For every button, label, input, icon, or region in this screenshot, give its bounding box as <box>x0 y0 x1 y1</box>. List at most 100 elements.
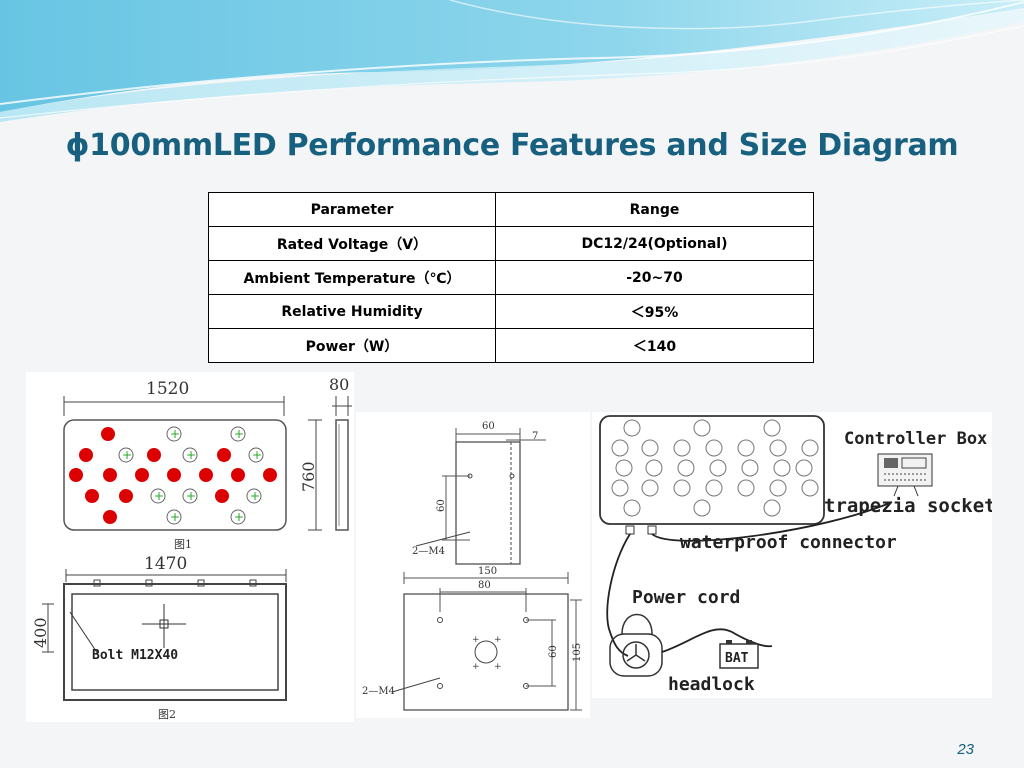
plate-height-dimension: 105 <box>572 643 583 662</box>
red-led <box>215 489 229 503</box>
figure-1-label: 图1 <box>174 538 192 551</box>
wiring-led-array <box>611 419 819 517</box>
table-cell: Relative Humidity <box>208 294 496 329</box>
figure-2-label: 图2 <box>158 708 176 721</box>
led-size-diagram: 1520 ++++++++++ 760 80 图1 1470 <box>26 372 354 722</box>
red-led <box>199 468 213 482</box>
green-led <box>230 426 246 442</box>
green-led-cross-icon: + <box>186 448 196 462</box>
red-led <box>85 489 99 503</box>
wiring-led <box>769 479 787 497</box>
wiring-led <box>709 459 727 477</box>
green-led <box>182 488 198 504</box>
plate-width-dimension: 150 <box>478 566 497 577</box>
wiring-led <box>623 499 641 517</box>
green-led <box>166 426 182 442</box>
green-led-cross-icon: + <box>234 510 244 524</box>
green-led-cross-icon: + <box>122 448 132 462</box>
table-cell: Ambient Temperature（℃） <box>208 260 496 295</box>
table-cell: Power（W） <box>208 328 496 363</box>
table-row: Power（W） ＜140 <box>208 328 814 363</box>
depth-dimension: 80 <box>329 375 349 394</box>
wiring-led <box>693 419 711 437</box>
table-header-cell: Parameter <box>208 192 496 227</box>
wiring-led <box>611 439 629 457</box>
red-led <box>217 448 231 462</box>
slide-title: ϕ100mmLED Performance Features and Size … <box>65 128 959 163</box>
svg-text:+: + <box>472 662 480 672</box>
wiring-led <box>705 479 723 497</box>
wiring-led <box>741 459 759 477</box>
wiring-led <box>763 499 781 517</box>
green-led <box>248 447 264 463</box>
wiring-led <box>641 479 659 497</box>
page-number: 23 <box>957 741 974 758</box>
table-cell: DC12/24(Optional) <box>495 226 814 261</box>
wiring-led <box>773 459 791 477</box>
red-led <box>69 468 83 482</box>
plate-hole-label: 2—M4 <box>362 686 395 697</box>
wiring-led <box>623 419 641 437</box>
red-led <box>135 468 149 482</box>
bolt-label: Bolt M12X40 <box>92 648 178 663</box>
green-led <box>182 447 198 463</box>
wiring-diagram: Controller Box trapezia socket waterproo… <box>592 412 996 698</box>
wiring-led <box>645 459 663 477</box>
header-wave-decoration <box>0 0 1024 122</box>
wiring-led <box>705 439 723 457</box>
wiring-led <box>737 479 755 497</box>
headlock-label: headlock <box>668 674 755 695</box>
red-led <box>167 468 181 482</box>
bracket-width-dimension: 60 <box>482 421 495 432</box>
trapezia-socket-label: trapezia socket <box>824 495 992 517</box>
table-cell: ＜95% <box>495 294 814 329</box>
wiring-led <box>641 439 659 457</box>
green-led <box>230 509 246 525</box>
red-led <box>101 427 115 441</box>
wiring-led <box>611 479 629 497</box>
green-led-cross-icon: + <box>234 427 244 441</box>
svg-text:+: + <box>494 635 502 645</box>
plate-hole-vertical-dimension: 60 <box>548 645 559 658</box>
wiring-led <box>801 479 819 497</box>
wiring-led <box>615 459 633 477</box>
red-led <box>147 448 161 462</box>
wiring-led <box>737 439 755 457</box>
red-led <box>103 468 117 482</box>
waterproof-connector-label: waterproof connector <box>680 532 897 553</box>
red-led <box>263 468 277 482</box>
wiring-led <box>693 499 711 517</box>
wiring-led <box>677 459 695 477</box>
table-row: Rated Voltage（V） DC12/24(Optional) <box>208 226 814 261</box>
green-led <box>166 509 182 525</box>
led-size-drawing: 1520 ++++++++++ 760 80 图1 1470 <box>31 375 352 721</box>
wiring-led <box>769 439 787 457</box>
wiring-drawing: Controller Box trapezia socket waterproo… <box>599 415 996 695</box>
wiring-led <box>673 439 691 457</box>
green-led-cross-icon: + <box>250 489 260 503</box>
back-width-dimension: 1470 <box>144 554 187 574</box>
parameter-table: Parameter Range Rated Voltage（V） DC12/24… <box>208 192 814 363</box>
svg-text:+: + <box>494 662 502 672</box>
controller-box-label: Controller Box <box>844 429 987 449</box>
green-led-cross-icon: + <box>170 427 180 441</box>
plate-hole-spacing-dimension: 80 <box>478 580 491 591</box>
wiring-led <box>795 459 813 477</box>
wiring-led <box>763 419 781 437</box>
width-dimension: 1520 <box>146 379 189 399</box>
green-led <box>246 488 262 504</box>
green-led-cross-icon: + <box>154 489 164 503</box>
green-led <box>150 488 166 504</box>
bracket-hole-label: 2—M4 <box>412 546 445 557</box>
table-cell: ＜140 <box>495 328 814 363</box>
led-array: ++++++++++ <box>69 426 277 525</box>
green-led-cross-icon: + <box>186 489 196 503</box>
table-header-row: Parameter Range <box>208 192 814 227</box>
bracket-offset-dimension: 7 <box>532 431 538 442</box>
bracket-drawing: 60 7 60 2—M4 150 80 + + + <box>362 421 583 711</box>
wiring-led <box>801 439 819 457</box>
red-led <box>231 468 245 482</box>
table-cell: Rated Voltage（V） <box>208 226 496 261</box>
table-row: Relative Humidity ＜95% <box>208 294 814 329</box>
green-led <box>118 447 134 463</box>
